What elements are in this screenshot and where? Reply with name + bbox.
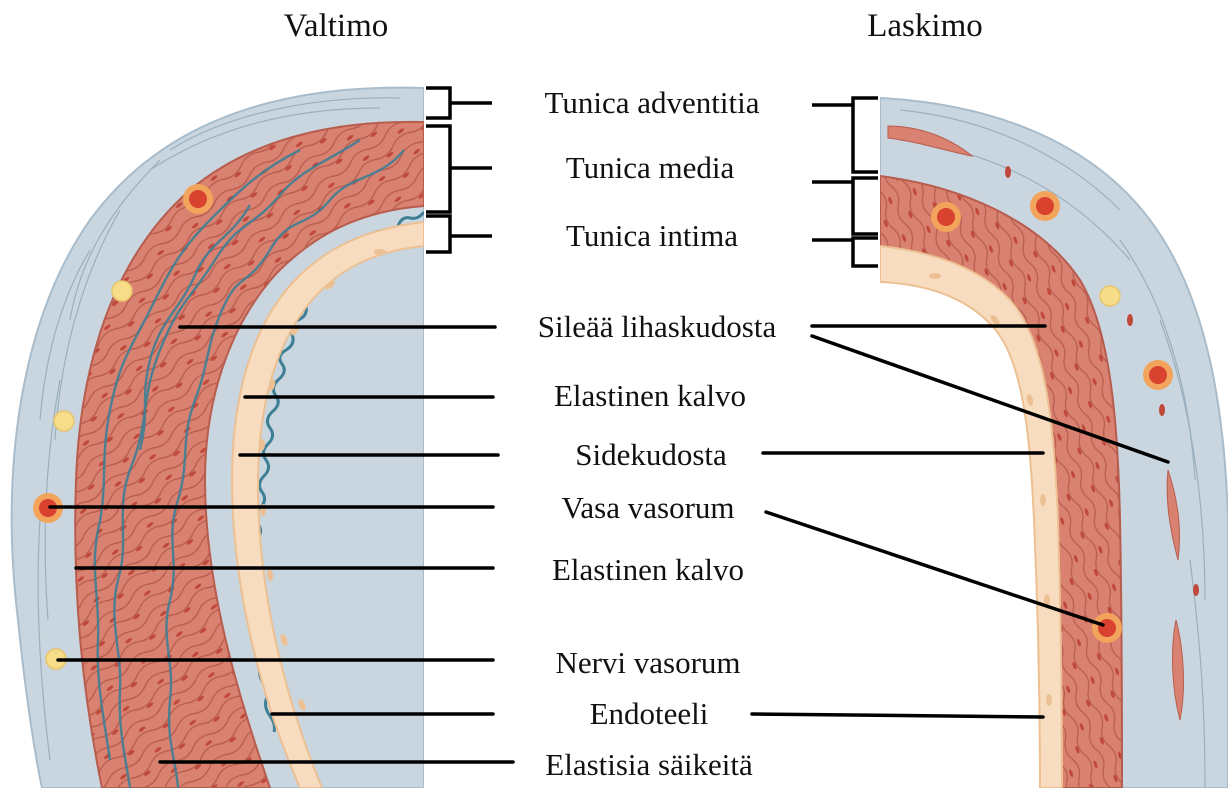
label-tunica-adventitia: Tunica adventitia: [545, 85, 760, 120]
label-tunica-media: Tunica media: [566, 150, 735, 185]
label-vasa-vasorum: Vasa vasorum: [561, 490, 734, 525]
label-connective-tissue: Sidekudosta: [575, 437, 727, 472]
bracket-vein-intima: [812, 238, 878, 266]
label-elastic-membrane-2: Elastinen kalvo: [552, 552, 744, 587]
label-elastic-fibers: Elastisia säikeitä: [545, 747, 753, 782]
artery-title: Valtimo: [284, 8, 389, 44]
vein-cross-section: [880, 98, 1228, 788]
bracket-artery-media: [426, 126, 492, 212]
label-smooth-muscle: Sileää lihaskudosta: [538, 309, 777, 344]
bracket-vein-media: [812, 178, 878, 234]
label-endothelium: Endoteeli: [590, 696, 709, 731]
label-nervi-vasorum: Nervi vasorum: [555, 645, 740, 680]
bracket-artery-intima: [426, 216, 492, 252]
vein-nervi-vasorum: [1100, 286, 1120, 306]
bracket-vein-adventitia: [812, 98, 878, 172]
bracket-artery-adventitia: [426, 88, 492, 118]
leader-endothelium-vein: [752, 714, 1043, 717]
artery-cross-section: [12, 88, 424, 788]
vein-title: Laskimo: [867, 8, 982, 44]
label-elastic-membrane-1: Elastinen kalvo: [554, 378, 746, 413]
label-tunica-intima: Tunica intima: [566, 218, 738, 253]
